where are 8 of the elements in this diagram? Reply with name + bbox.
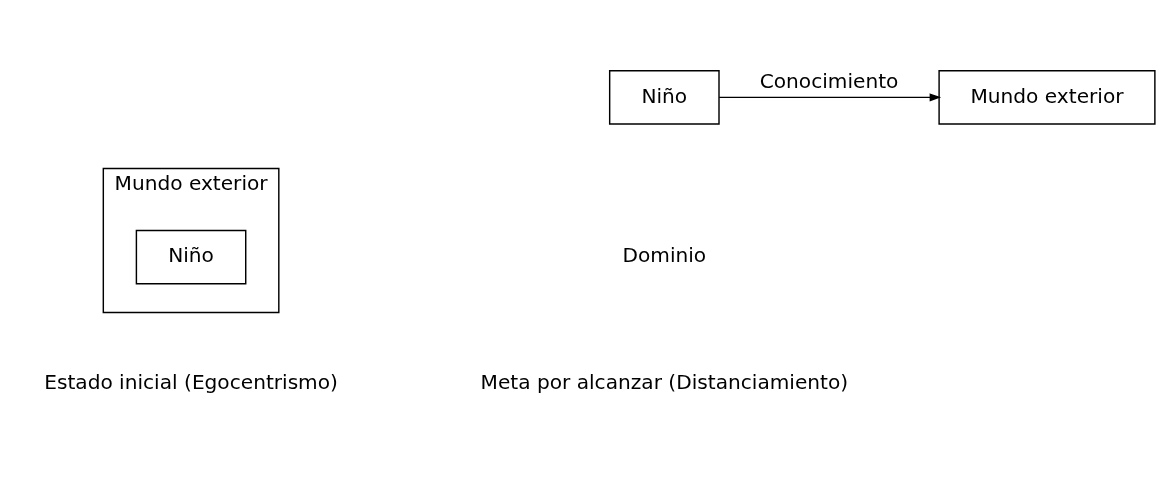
label: Dominio xyxy=(622,243,707,268)
edge-label: Conocimiento xyxy=(759,68,899,93)
node-box: Niño xyxy=(608,70,720,125)
label: Estado inicial (Egocentrismo) xyxy=(44,369,338,394)
node-box: Niño xyxy=(135,229,247,285)
arrow xyxy=(718,93,942,102)
label: Meta por alcanzar (Distanciamiento) xyxy=(480,369,849,394)
node-box: Mundo exterior xyxy=(938,70,1156,125)
